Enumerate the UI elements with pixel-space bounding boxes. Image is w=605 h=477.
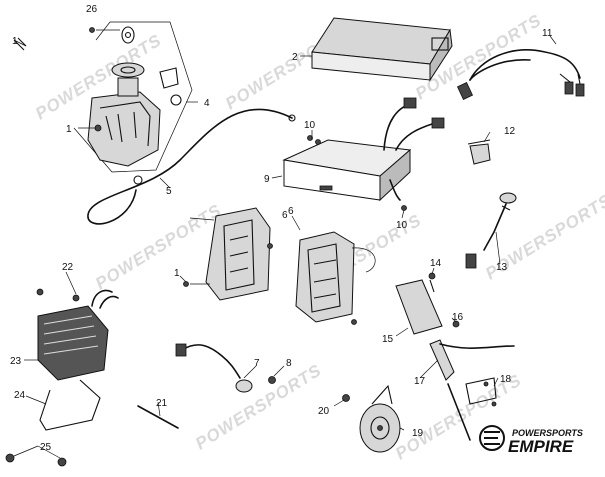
callout-9: 9 xyxy=(264,174,270,185)
powersports-empire-logo: POWERSPORTS EMPIRE xyxy=(479,425,583,456)
callout-17: 17 xyxy=(414,376,426,387)
empire-emblem-icon xyxy=(479,425,505,451)
callout-8: 8 xyxy=(286,358,292,369)
pickup-sensor xyxy=(175,343,276,393)
callout-10-bottom: 10 xyxy=(396,220,408,231)
bulb-socket xyxy=(467,139,491,165)
callout-19: 19 xyxy=(412,428,424,439)
callout-21: 21 xyxy=(156,398,168,409)
control-unit xyxy=(282,97,445,211)
relay-bracket-right xyxy=(295,231,376,325)
callout-24: 24 xyxy=(14,390,26,401)
callout-10-top: 10 xyxy=(304,120,316,131)
relay-bracket-left xyxy=(183,207,273,301)
callout-13: 13 xyxy=(496,262,508,273)
ecu-cover-box xyxy=(311,17,453,82)
callout-6-right: 6 xyxy=(288,206,294,217)
callout-6-left: 6 xyxy=(282,210,288,221)
callout-16: 16 xyxy=(452,312,464,323)
callout-7: 7 xyxy=(254,358,260,369)
leader-lines xyxy=(13,29,557,459)
callout-1-mid: 1 xyxy=(174,268,180,279)
callout-12: 12 xyxy=(504,126,516,137)
ground-cable xyxy=(87,108,296,225)
watermark-text: POWERSPORTS xyxy=(192,361,325,454)
callout-14: 14 xyxy=(430,258,442,269)
voltage-regulator xyxy=(5,288,119,467)
horn-bracket xyxy=(465,377,497,407)
callout-4: 4 xyxy=(204,98,210,109)
callout-23: 23 xyxy=(10,356,22,367)
callout-25: 25 xyxy=(40,442,52,453)
logo-line2: EMPIRE xyxy=(508,437,574,456)
callout-20: 20 xyxy=(318,406,330,417)
wire-harness xyxy=(456,49,585,100)
logo-line1: POWERSPORTS xyxy=(512,428,583,438)
callout-1-top: 1 xyxy=(12,36,18,47)
flasher-assembly xyxy=(395,272,515,441)
rod xyxy=(137,405,179,429)
callout-11: 11 xyxy=(542,28,553,39)
callout-26: 26 xyxy=(86,4,98,15)
callout-labels: 26 1 1 4 5 2 11 10 9 10 12 6 6 1 13 14 1… xyxy=(10,4,553,453)
callout-18: 18 xyxy=(500,374,512,385)
horn xyxy=(342,384,401,453)
ignition-switch-assembly xyxy=(13,21,193,173)
watermark-text: POWERSPORTS xyxy=(92,201,225,294)
callout-15: 15 xyxy=(382,334,394,345)
callout-2: 2 xyxy=(292,52,298,63)
callout-1: 1 xyxy=(66,124,72,135)
sensor-plug xyxy=(465,192,517,269)
callout-22: 22 xyxy=(62,262,74,273)
callout-5: 5 xyxy=(166,186,172,197)
